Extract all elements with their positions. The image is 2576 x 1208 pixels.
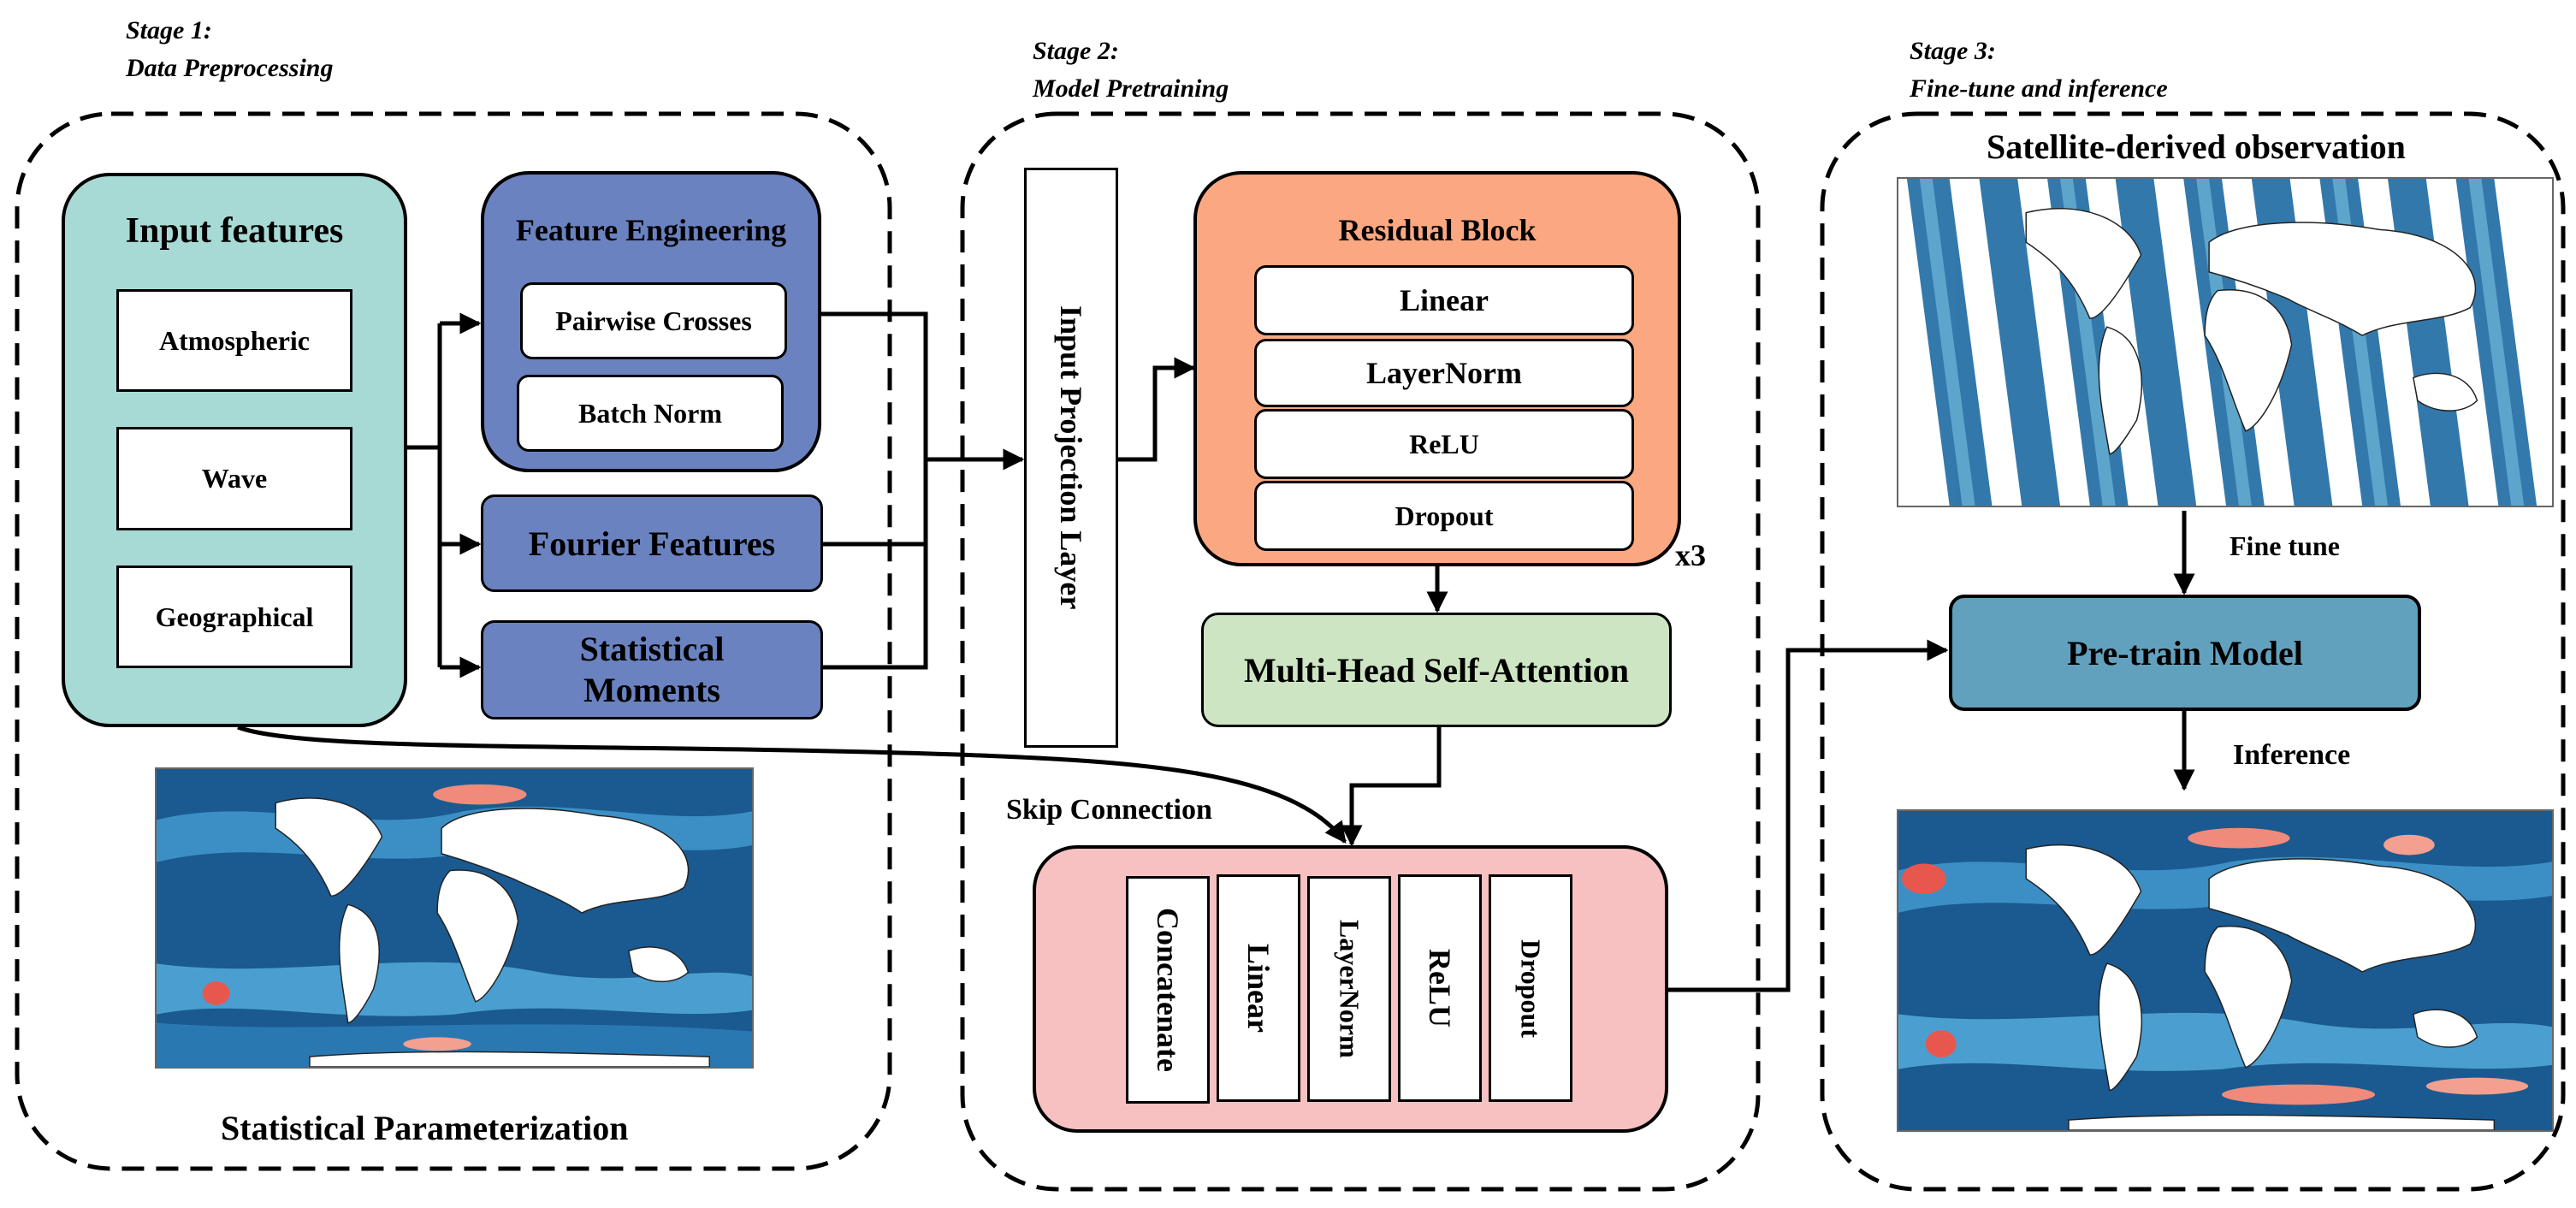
observation-caption: Satellite-derived observation xyxy=(1987,127,2406,166)
residual-relu-box: ReLU xyxy=(1254,409,1634,479)
stage1-name: Data Preprocessing xyxy=(126,54,334,82)
stage2-name: Model Pretraining xyxy=(1033,74,1229,103)
output-layernorm-box: LayerNorm xyxy=(1307,876,1391,1102)
feature-engineering-title: Feature Engineering xyxy=(515,213,787,247)
stage2-label: Stage 2: xyxy=(1033,37,1119,65)
output-linear-box: Linear xyxy=(1217,874,1300,1102)
stage1-frame xyxy=(15,111,892,1171)
parameterization-caption: Statistical Parameterization xyxy=(221,1109,629,1147)
arrow-to-residual xyxy=(1118,357,1196,462)
residual-dropout-box: Dropout xyxy=(1254,481,1634,551)
parameterization-map-graphic xyxy=(157,769,752,1067)
output-relu-box: ReLU xyxy=(1398,874,1482,1102)
stage3-title: Stage 3: Fine-tune and inference xyxy=(1910,33,2168,108)
arrow-to-output-block xyxy=(1341,727,1442,847)
stage2-frame xyxy=(960,111,1761,1192)
residual-layernorm-box: LayerNorm xyxy=(1254,339,1634,407)
observation-map-graphic xyxy=(1898,179,2552,506)
stage3-name: Fine-tune and inference xyxy=(1910,74,2168,103)
inference-map-graphic xyxy=(1898,811,2552,1130)
arrow-to-pretrain xyxy=(1668,639,1949,992)
skip-connection-label: Skip Connection xyxy=(1006,794,1212,826)
input-projection-layer: Input Projection Layer xyxy=(1024,168,1118,748)
pairwise-crosses-box: Pairwise Crosses xyxy=(520,282,787,359)
inference-label: Inference xyxy=(2233,739,2351,771)
statistical-moments-box: Statistical Moments xyxy=(481,620,823,719)
fine-tune-label: Fine tune xyxy=(2230,530,2340,561)
fourier-features-box: Fourier Features xyxy=(481,494,823,592)
stage2-title: Stage 2: Model Pretraining xyxy=(1033,33,1229,108)
skip-connection-curve xyxy=(237,725,1347,844)
multi-head-attention-box: Multi-Head Self-Attention xyxy=(1201,613,1672,727)
pretrain-model-box: Pre-train Model xyxy=(1949,595,2421,711)
stage1-title: Stage 1: Data Preprocessing xyxy=(126,12,334,87)
residual-linear-box: Linear xyxy=(1254,265,1634,335)
connector-fanout xyxy=(404,323,442,667)
input-features-title: Input features xyxy=(125,211,344,251)
residual-repeat-label: x3 xyxy=(1675,538,1706,572)
parameterization-map xyxy=(155,767,754,1069)
output-concatenate-box: Concatenate xyxy=(1126,876,1210,1104)
stage3-label: Stage 3: xyxy=(1910,37,1996,65)
inference-map xyxy=(1897,809,2554,1132)
stage1-label: Stage 1: xyxy=(126,16,212,44)
input-item-wave: Wave xyxy=(116,427,352,530)
input-item-geographical: Geographical xyxy=(116,566,352,668)
residual-block-title: Residual Block xyxy=(1338,213,1537,247)
batch-norm-box: Batch Norm xyxy=(517,375,784,452)
connector-merge xyxy=(820,311,928,670)
input-item-atmospheric: Atmospheric xyxy=(116,289,352,392)
output-dropout-box: Dropout xyxy=(1489,874,1572,1102)
observation-map xyxy=(1897,177,2554,507)
